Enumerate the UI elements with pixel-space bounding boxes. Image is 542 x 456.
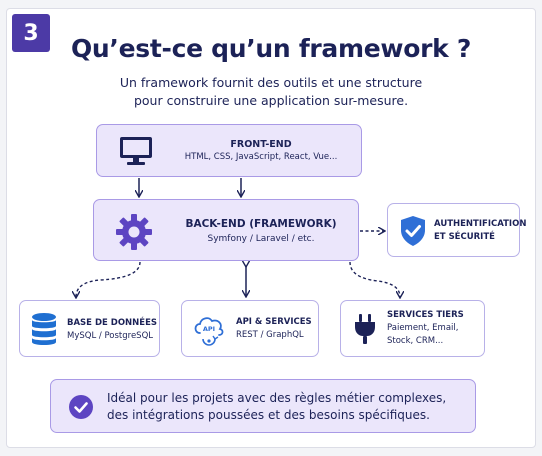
- backend-detail: Symfony / Laravel / etc.: [207, 234, 315, 244]
- subtitle: Un framework fournit des outils et une s…: [0, 74, 542, 110]
- frontend-title: FRONT-END: [230, 139, 292, 150]
- database-box: BASE DE DONNÉES MySQL / PostgreSQL: [19, 300, 160, 357]
- api-box: API API & SERVICES REST / GraphQL: [181, 300, 319, 357]
- frontend-detail: HTML, CSS, JavaScript, React, Vue...: [184, 152, 338, 162]
- slide-number-badge: 3: [12, 14, 50, 52]
- info-banner: Idéal pour les projets avec des règles m…: [50, 379, 476, 433]
- third-party-title: SERVICES TIERS: [387, 310, 464, 320]
- api-title: API & SERVICES: [236, 317, 312, 327]
- backend-box: BACK-END (FRAMEWORK) Symfony / Laravel /…: [93, 199, 359, 261]
- database-title: BASE DE DONNÉES: [67, 318, 158, 328]
- third-party-box: SERVICES TIERS Paiement, Email, Stock, C…: [340, 300, 485, 357]
- banner-line: des intégrations poussées et des besoins…: [107, 408, 430, 422]
- auth-box: AUTHENTIFICATION ET SÉCURITÉ: [387, 203, 527, 257]
- frontend-box: FRONT-END HTML, CSS, JavaScript, React, …: [96, 124, 362, 177]
- check-circle-icon: [67, 393, 95, 421]
- gear-icon: [114, 212, 154, 252]
- third-party-detail-line: Paiement, Email,: [387, 323, 459, 333]
- database-detail: MySQL / PostgreSQL: [67, 331, 153, 341]
- auth-title-line: ET SÉCURITÉ: [434, 231, 495, 242]
- banner-line: Idéal pour les projets avec des règles m…: [107, 391, 447, 405]
- api-cloud-icon: API: [191, 311, 227, 347]
- third-party-detail-line: Stock, CRM...: [387, 336, 444, 346]
- plug-icon: [351, 311, 379, 347]
- api-icon-label: API: [203, 325, 215, 333]
- monitor-icon: [117, 134, 155, 168]
- api-detail: REST / GraphQL: [236, 330, 304, 340]
- page-title: Qu’est-ce qu’un framework ?: [70, 34, 472, 63]
- shield-check-icon: [397, 213, 429, 249]
- subtitle-line: pour construire une application sur-mesu…: [133, 93, 409, 108]
- database-icon: [29, 311, 59, 347]
- subtitle-line: Un framework fournit des outils et une s…: [119, 75, 423, 90]
- auth-title-line: AUTHENTIFICATION: [434, 219, 527, 229]
- backend-title: BACK-END (FRAMEWORK): [185, 218, 337, 230]
